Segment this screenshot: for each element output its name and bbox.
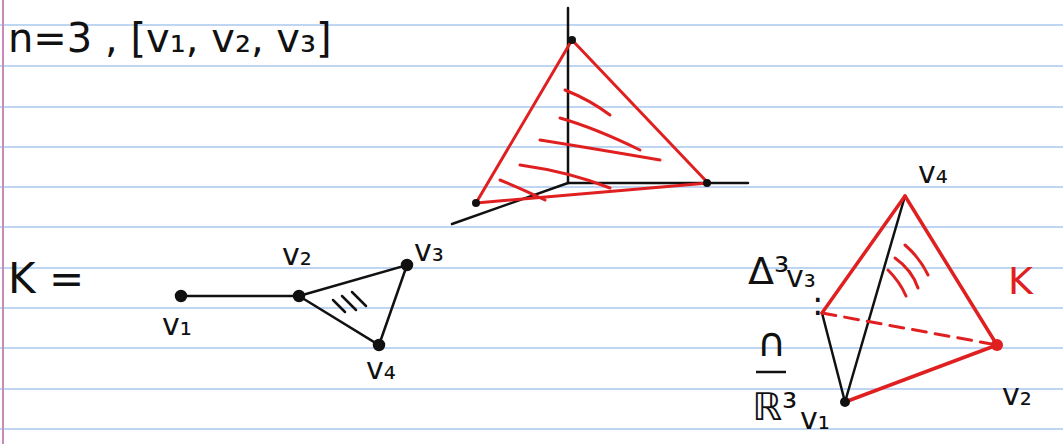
subset-symbol: ∩: [757, 322, 786, 362]
vertex-label: v₃: [786, 262, 816, 292]
vertex-label: v₂: [282, 240, 312, 270]
simplex-name: Δ³: [748, 252, 789, 290]
complex-k: [176, 260, 412, 350]
vertex-label: v₁: [162, 310, 192, 340]
axes-simplex: [452, 8, 748, 224]
vertex-label: v₁: [800, 404, 830, 434]
complex-name: K =: [8, 258, 84, 300]
heading-note: n=3 , [v₁, v₂, v₃]: [8, 18, 332, 58]
ruled-lines: [0, 25, 1063, 429]
space-name: ℝ³: [752, 388, 797, 426]
subset-bar: [756, 371, 786, 374]
vertex-label: v₂: [1002, 380, 1032, 410]
vertex-label: v₄: [918, 158, 948, 188]
margin-line: [2, 0, 4, 444]
vertex-label: v₄: [366, 354, 396, 384]
vertex-label: v₃: [414, 236, 444, 266]
tetrahedron: [822, 196, 1003, 407]
complex-name: K: [1008, 262, 1033, 300]
